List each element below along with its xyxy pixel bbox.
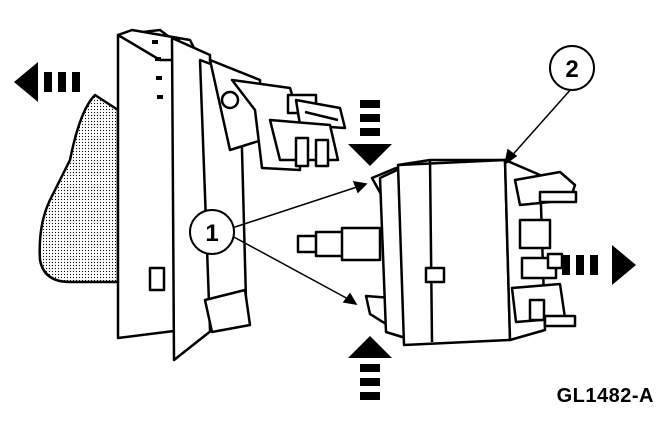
callout-2: 2 xyxy=(549,45,595,91)
knob-housing xyxy=(38,93,120,284)
rear-terminals xyxy=(510,170,578,328)
press-arrow-bottom xyxy=(348,336,392,400)
callout-1: 1 xyxy=(189,209,235,255)
callout-2-label: 2 xyxy=(565,56,578,83)
mount-screw xyxy=(220,90,240,110)
blower-switch-assembly xyxy=(296,158,578,347)
control-head-assembly xyxy=(38,28,347,362)
leader-lines xyxy=(231,87,573,306)
removal-arrow-left xyxy=(14,62,80,102)
press-arrow-top xyxy=(348,100,392,166)
switch-body xyxy=(396,158,512,347)
latch-window xyxy=(148,266,166,292)
figure-id: GL1482-A xyxy=(556,385,654,407)
switch-shaft xyxy=(296,226,382,262)
removal-arrow-right xyxy=(562,245,636,285)
callout-1-label: 1 xyxy=(205,220,218,247)
